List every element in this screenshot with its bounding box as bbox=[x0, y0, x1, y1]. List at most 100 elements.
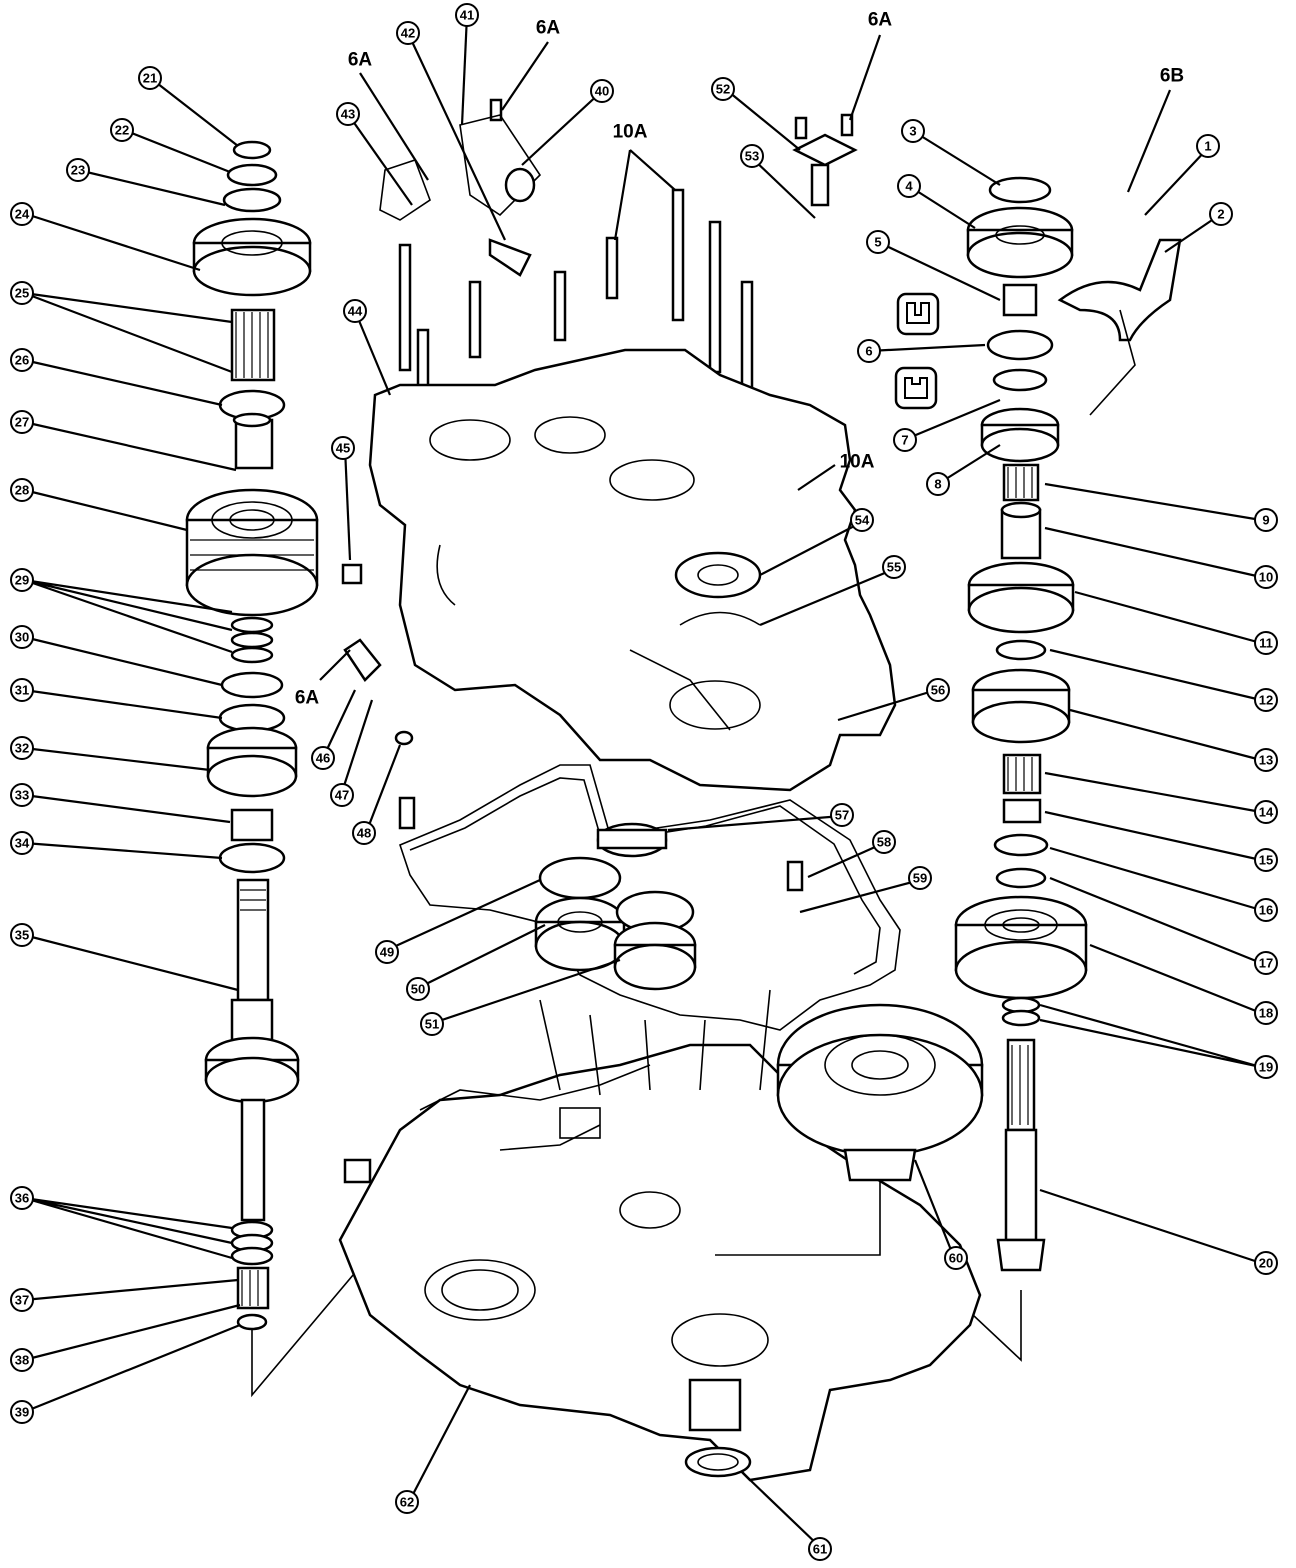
svg-text:34: 34 bbox=[15, 836, 30, 851]
callout-27: 27 bbox=[10, 410, 34, 434]
svg-text:16: 16 bbox=[1259, 903, 1273, 918]
svg-text:35: 35 bbox=[15, 928, 29, 943]
svg-text:48: 48 bbox=[357, 826, 371, 841]
svg-text:53: 53 bbox=[745, 149, 759, 164]
svg-text:49: 49 bbox=[380, 945, 394, 960]
svg-text:12: 12 bbox=[1259, 693, 1273, 708]
torque-label-6a: 6A bbox=[295, 688, 320, 709]
svg-text:1: 1 bbox=[1204, 139, 1211, 154]
svg-text:20: 20 bbox=[1259, 1256, 1273, 1271]
countershaft-assembly bbox=[185, 140, 413, 1398]
svg-text:56: 56 bbox=[931, 683, 945, 698]
svg-text:46: 46 bbox=[316, 751, 330, 766]
svg-text:29: 29 bbox=[15, 573, 29, 588]
callout-61: 61 bbox=[808, 1537, 832, 1561]
callout-10: 10 bbox=[1254, 565, 1278, 589]
callout-42: 42 bbox=[396, 21, 420, 45]
callouts: 1 2 3 4 5 6 7 8 9 10 11 12 13 14 15 16 1… bbox=[10, 3, 1278, 1561]
bearing-icon bbox=[894, 366, 938, 410]
svg-text:42: 42 bbox=[401, 26, 415, 41]
snap-ring-icon bbox=[896, 292, 940, 336]
callout-40: 40 bbox=[590, 79, 614, 103]
torque-label-6a: 6A bbox=[868, 10, 893, 31]
callout-55: 55 bbox=[882, 555, 906, 579]
callout-20: 20 bbox=[1254, 1251, 1278, 1275]
svg-text:55: 55 bbox=[887, 560, 901, 575]
svg-text:37: 37 bbox=[15, 1293, 29, 1308]
svg-text:25: 25 bbox=[15, 286, 29, 301]
callout-41: 41 bbox=[455, 3, 479, 27]
svg-text:23: 23 bbox=[71, 163, 85, 178]
callout-46: 46 bbox=[311, 746, 335, 770]
svg-text:57: 57 bbox=[835, 808, 849, 823]
svg-text:32: 32 bbox=[15, 741, 29, 756]
callout-52: 52 bbox=[711, 77, 735, 101]
torque-label-6a: 6A bbox=[536, 18, 561, 39]
svg-text:60: 60 bbox=[949, 1251, 963, 1266]
callout-1: 1 bbox=[1196, 134, 1220, 158]
svg-text:36: 36 bbox=[15, 1191, 29, 1206]
callout-53: 53 bbox=[740, 144, 764, 168]
svg-text:19: 19 bbox=[1259, 1060, 1273, 1075]
callout-5: 5 bbox=[866, 230, 890, 254]
callout-15: 15 bbox=[1254, 848, 1278, 872]
callout-14: 14 bbox=[1254, 800, 1278, 824]
svg-text:39: 39 bbox=[15, 1405, 29, 1420]
svg-text:58: 58 bbox=[877, 835, 891, 850]
callout-37: 37 bbox=[10, 1288, 34, 1312]
callout-3: 3 bbox=[901, 119, 925, 143]
callout-45: 45 bbox=[331, 436, 355, 460]
svg-text:9: 9 bbox=[1262, 513, 1269, 528]
svg-text:24: 24 bbox=[15, 207, 30, 222]
svg-text:17: 17 bbox=[1259, 956, 1273, 971]
svg-text:47: 47 bbox=[335, 788, 349, 803]
svg-text:26: 26 bbox=[15, 353, 29, 368]
svg-text:62: 62 bbox=[400, 1495, 414, 1510]
callout-33: 33 bbox=[10, 783, 34, 807]
svg-text:8: 8 bbox=[934, 477, 941, 492]
svg-text:33: 33 bbox=[15, 788, 29, 803]
callout-7: 7 bbox=[893, 428, 917, 452]
svg-text:44: 44 bbox=[348, 304, 363, 319]
svg-text:41: 41 bbox=[460, 8, 474, 23]
svg-text:6: 6 bbox=[865, 344, 872, 359]
callout-19: 19 bbox=[1254, 1055, 1278, 1079]
shift-fork bbox=[1057, 238, 1182, 416]
callout-24: 24 bbox=[10, 202, 34, 226]
callout-21: 21 bbox=[138, 66, 162, 90]
svg-text:51: 51 bbox=[425, 1017, 439, 1032]
svg-text:21: 21 bbox=[143, 71, 157, 86]
callout-30: 30 bbox=[10, 625, 34, 649]
intermediate-bearings bbox=[534, 822, 697, 991]
callout-34: 34 bbox=[10, 831, 34, 855]
callout-35: 35 bbox=[10, 923, 34, 947]
svg-text:27: 27 bbox=[15, 415, 29, 430]
torque-leaders bbox=[319, 34, 1172, 681]
callout-36: 36 bbox=[10, 1186, 34, 1210]
callout-39: 39 bbox=[10, 1400, 34, 1424]
callout-32: 32 bbox=[10, 736, 34, 760]
callout-22: 22 bbox=[110, 118, 134, 142]
callout-11: 11 bbox=[1254, 631, 1278, 655]
svg-text:18: 18 bbox=[1259, 1006, 1273, 1021]
callout-6: 6 bbox=[857, 339, 881, 363]
callout-2: 2 bbox=[1209, 202, 1233, 226]
svg-text:28: 28 bbox=[15, 483, 29, 498]
transmission-housing bbox=[341, 114, 897, 792]
svg-text:59: 59 bbox=[913, 871, 927, 886]
leader-lines bbox=[23, 14, 1262, 1548]
callout-50: 50 bbox=[406, 977, 430, 1001]
clutch-housing bbox=[338, 989, 982, 1482]
svg-text:4: 4 bbox=[905, 179, 913, 194]
svg-text:43: 43 bbox=[341, 107, 355, 122]
differential-assembly bbox=[715, 1003, 984, 1256]
callout-18: 18 bbox=[1254, 1001, 1278, 1025]
svg-text:7: 7 bbox=[901, 433, 908, 448]
callout-49: 49 bbox=[375, 940, 399, 964]
torque-label-6a: 6A bbox=[348, 50, 373, 71]
svg-text:3: 3 bbox=[909, 124, 916, 139]
callout-25: 25 bbox=[10, 281, 34, 305]
callout-4: 4 bbox=[897, 174, 921, 198]
torque-labels: 6A 6A 6A 6A 6B 10A 10A bbox=[295, 10, 1184, 709]
